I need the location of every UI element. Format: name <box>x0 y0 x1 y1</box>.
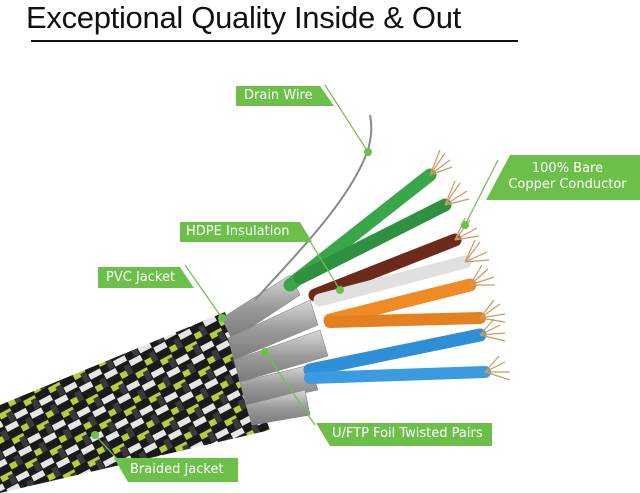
callout-dots <box>91 148 469 439</box>
twisted-pairs-graphic <box>283 168 491 384</box>
title-underline <box>31 40 518 42</box>
label-uftp-foil: U/FTP Foil Twisted Pairs <box>332 426 483 441</box>
copper-strands-graphic <box>429 149 511 381</box>
label-copper-line2: Copper Conductor <box>508 177 627 192</box>
label-copper-conductor: 100% Bare Copper Conductor <box>500 161 635 193</box>
label-hdpe-insulation: HDPE Insulation <box>186 224 290 239</box>
page-title: Exceptional Quality Inside & Out <box>26 0 461 35</box>
label-drain-wire: Drain Wire <box>244 88 313 103</box>
drain-wire-graphic <box>254 114 373 301</box>
label-copper-line1: 100% Bare <box>531 161 604 176</box>
label-shapes <box>98 86 640 482</box>
braided-jacket-graphic <box>0 312 270 493</box>
label-braided-jacket: Braided Jacket <box>130 462 224 477</box>
foil-shields-graphic <box>221 274 329 426</box>
label-pvc-jacket: PVC Jacket <box>106 270 176 285</box>
